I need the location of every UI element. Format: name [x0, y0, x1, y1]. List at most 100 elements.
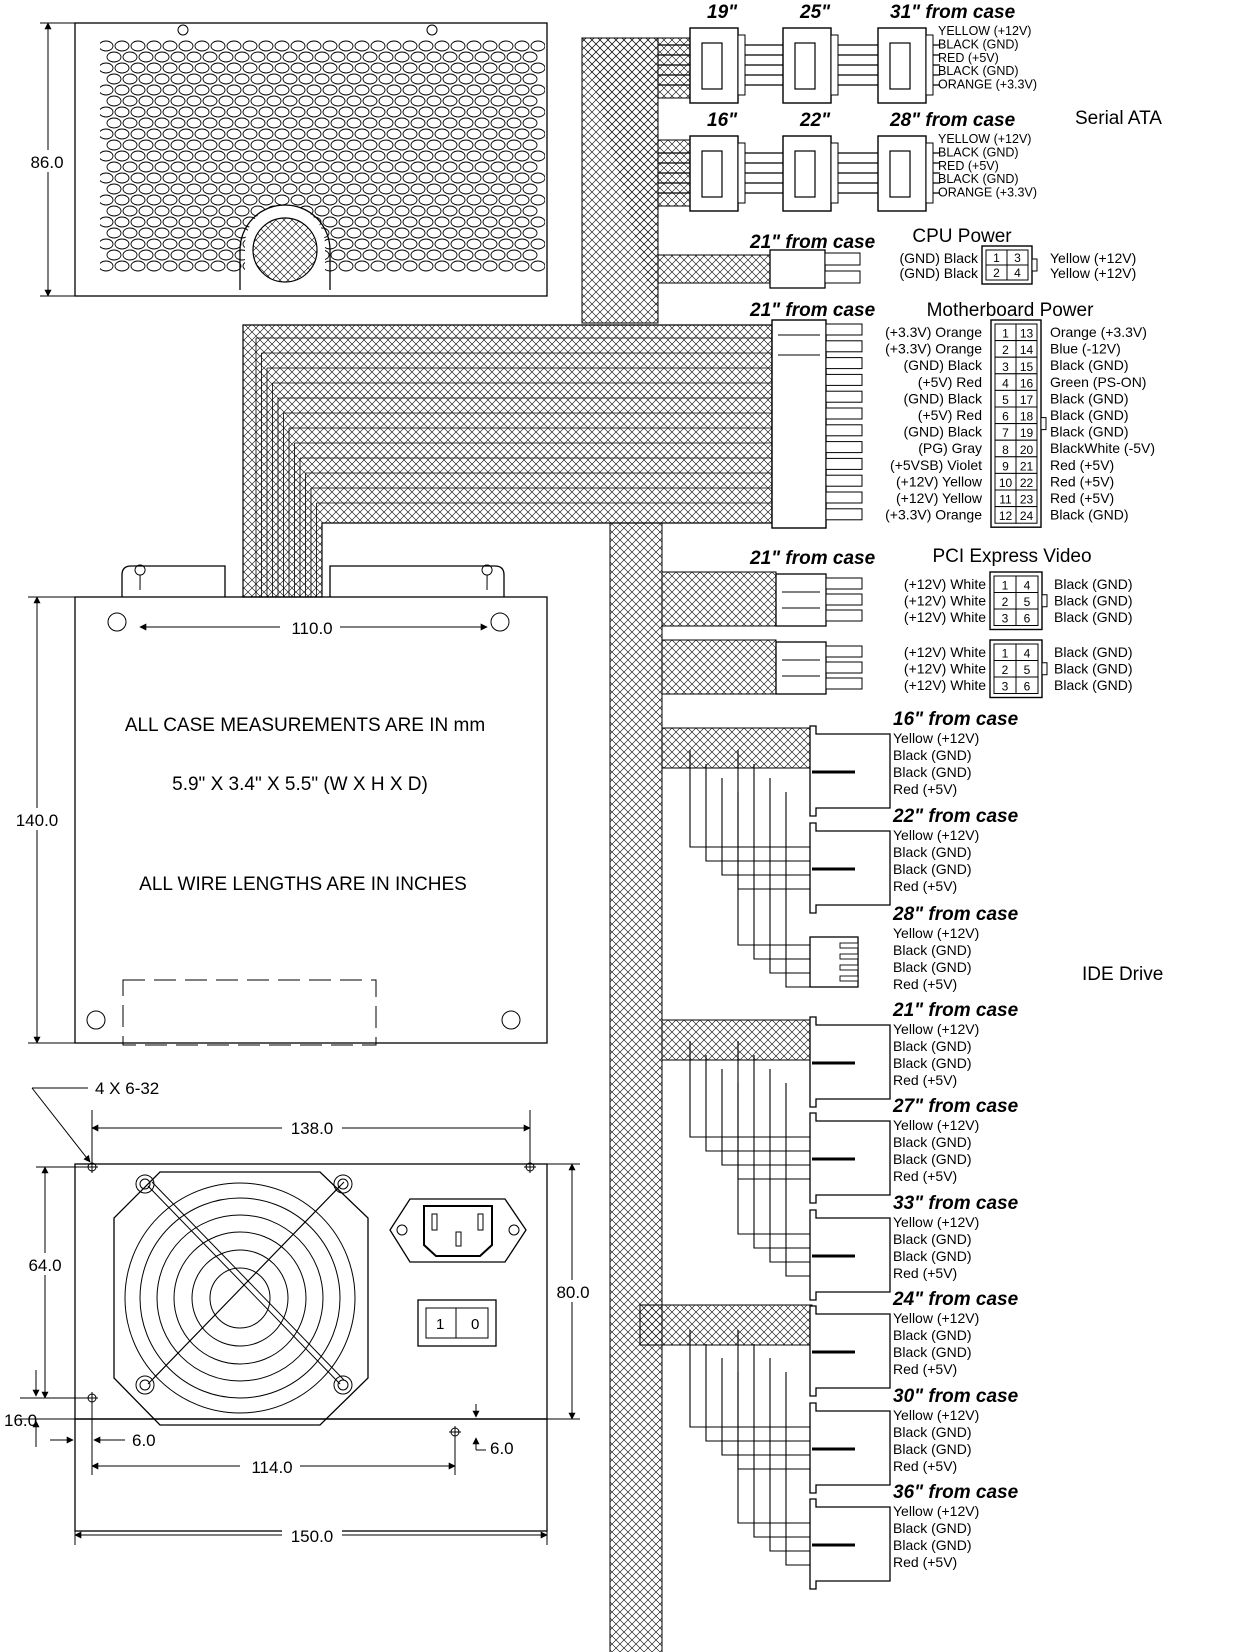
mobo-right-label: Black (GND) — [1050, 357, 1129, 373]
pcie-pin: 3 — [1002, 680, 1009, 694]
mobo-right-label: BlackWhite (-5V) — [1050, 440, 1155, 456]
ide-wire-label: Black (GND) — [893, 1248, 972, 1264]
fan-housing — [239, 204, 331, 290]
pcie-pin: 1 — [1002, 647, 1009, 661]
ide-wire-label: Black (GND) — [893, 764, 972, 780]
mobo-pin: 17 — [1020, 393, 1034, 407]
ide-wire-label: Black (GND) — [893, 1038, 972, 1054]
pcie-pin: 2 — [1002, 663, 1009, 677]
ide-wire-label: Black (GND) — [893, 1520, 972, 1536]
ide-wire-label: Yellow (+12V) — [893, 827, 979, 843]
vent-holes — [100, 40, 545, 272]
mobo-left-label: (+5V) Red — [918, 407, 982, 423]
sata-length: 28" from case — [889, 110, 1016, 131]
fan-grill-icon — [252, 217, 318, 283]
ide-wire-label: Red (+5V) — [893, 1361, 957, 1377]
ide-wire-label: Black (GND) — [893, 844, 972, 860]
ide-wire-label: Red (+5V) — [893, 781, 957, 797]
dim-6-right: 6.0 — [490, 1439, 514, 1458]
switch-off-label: 0 — [471, 1316, 479, 1333]
mobo-left-label: (GND) Black — [903, 390, 983, 406]
mobo-pin: 18 — [1020, 410, 1034, 424]
ide-wire-label: Black (GND) — [893, 942, 972, 958]
mount-tab-right — [329, 565, 505, 597]
power-switch — [417, 1299, 497, 1347]
sata-length: 19" — [707, 2, 738, 23]
mobo-pin: 4 — [1002, 376, 1009, 390]
mobo-pin: 23 — [1020, 493, 1034, 507]
mount-hole-icon — [177, 24, 189, 36]
power-socket-icon — [423, 1205, 493, 1257]
mobo-length: 21" from case — [749, 300, 876, 321]
ide-wire-label: Red (+5V) — [893, 1458, 957, 1474]
cpu-right-label: Yellow (+12V) — [1050, 265, 1136, 281]
mobo-pin: 24 — [1020, 509, 1034, 523]
sata-wire-label: ORANGE (+3.3V) — [938, 78, 1037, 92]
mobo-pin: 2 — [1002, 343, 1009, 357]
sata-length: 31" from case — [890, 2, 1016, 23]
case-side-outline — [74, 596, 548, 1044]
mobo-right-label: Black (GND) — [1050, 407, 1129, 423]
ide-wire-label: Black (GND) — [893, 1441, 972, 1457]
mobo-left-label: (+3.3V) Orange — [885, 324, 982, 340]
case-top-outline — [74, 22, 548, 297]
case-side-view: 110.0 140.0 ALL CASE MEASUREMENTS ARE IN… — [12, 564, 548, 1046]
ide-wire-label: Black (GND) — [893, 1151, 972, 1167]
mobo-right-label: Red (+5V) — [1050, 490, 1114, 506]
ide-wire-label: Black (GND) — [893, 959, 972, 975]
ide-length: 28" from case — [892, 904, 1019, 925]
ide-length: 22" from case — [892, 806, 1019, 827]
mobo-left-label: (+12V) Yellow — [896, 490, 983, 506]
ide-wire-label: Black (GND) — [893, 1537, 972, 1553]
pcie-left-label: (+12V) White — [904, 661, 986, 677]
ide-wire-label: Red (+5V) — [893, 1168, 957, 1184]
cpu-plug — [769, 249, 826, 289]
ide-wire-label: Yellow (+12V) — [893, 1214, 979, 1230]
ide-wire-label: Yellow (+12V) — [893, 1503, 979, 1519]
mobo-left-label: (PG) Gray — [918, 440, 982, 456]
pcie-pin: 4 — [1024, 647, 1031, 661]
ide-wire-label: Red (+5V) — [893, 1265, 957, 1281]
pcie-right-label: Black (GND) — [1054, 677, 1133, 693]
ide-wire-label: Black (GND) — [893, 861, 972, 877]
sata-wire-label: RED (+5V) — [938, 159, 999, 173]
ide-wire-label: Yellow (+12V) — [893, 1407, 979, 1423]
dim-150: 150.0 — [291, 1527, 334, 1546]
pcie-left-label: (+12V) White — [904, 593, 986, 609]
pcie-right-label: Black (GND) — [1054, 576, 1133, 592]
case-top-view: 86.0 — [26, 22, 548, 297]
pcie-pin: 6 — [1024, 612, 1031, 626]
mobo-right-label: Black (GND) — [1050, 390, 1129, 406]
mobo-title: Motherboard Power — [927, 300, 1095, 321]
ide-wire-label: Yellow (+12V) — [893, 730, 979, 746]
sata-length: 25" — [799, 2, 831, 23]
mobo-right-label: Blue (-12V) — [1050, 341, 1121, 357]
ide-length: 21" from case — [892, 1000, 1019, 1021]
mobo-left-label: (+5VSB) Violet — [890, 457, 982, 473]
cpu-pin: 2 — [993, 266, 1000, 280]
cpu-right-label: Yellow (+12V) — [1050, 250, 1136, 266]
pcie-pin: 1 — [1002, 579, 1009, 593]
sata-section-label: Serial ATA — [1075, 108, 1162, 129]
pcie-pin: 5 — [1024, 595, 1031, 609]
mobo-pin: 13 — [1020, 327, 1034, 341]
mobo-left-label: (+3.3V) Orange — [885, 341, 982, 357]
pcie-pin: 4 — [1024, 579, 1031, 593]
mobo-left-label: (+12V) Yellow — [896, 473, 983, 489]
mobo-left-label: (GND) Black — [903, 357, 983, 373]
ide-length: 36" from case — [893, 1482, 1019, 1503]
mobo-pin: 12 — [999, 509, 1013, 523]
cpu-left-label: (GND) Black — [899, 250, 979, 266]
keyhole-icon — [134, 564, 146, 591]
cable-harness — [242, 37, 813, 1652]
mobo-pin: 5 — [1002, 393, 1009, 407]
cpu-pin: 4 — [1014, 266, 1021, 280]
mount-hole-icon — [426, 24, 438, 36]
pcie-right-label: Black (GND) — [1054, 609, 1133, 625]
mobo-right-label: Red (+5V) — [1050, 457, 1114, 473]
ide-wire-label: Yellow (+12V) — [893, 925, 979, 941]
mobo-left-label: (+5V) Red — [918, 374, 982, 390]
screw-label: 4 X 6-32 — [95, 1079, 159, 1098]
ide-wire-label: Black (GND) — [893, 1231, 972, 1247]
